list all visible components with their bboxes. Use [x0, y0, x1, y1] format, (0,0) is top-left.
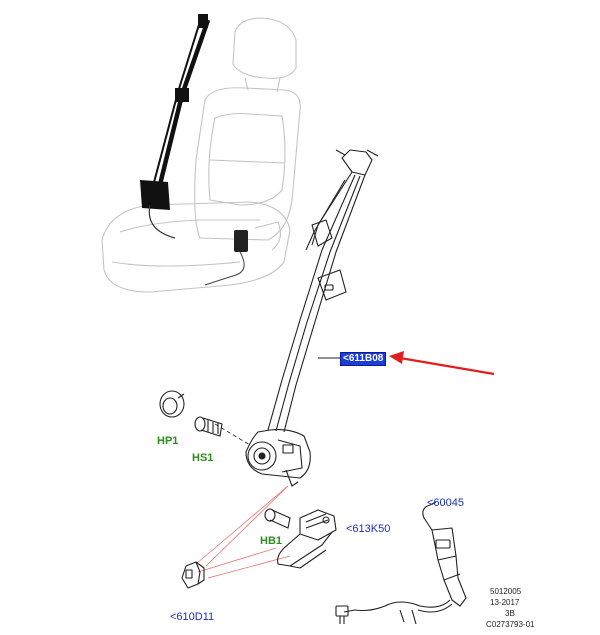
hp1-cap — [159, 390, 185, 418]
meta-code-1: 5012005 — [490, 587, 522, 596]
buckle-bracket — [277, 509, 337, 569]
label-buckle-bracket[interactable]: <613K50 — [346, 523, 391, 535]
label-anchor-clip[interactable]: <610D11 — [170, 611, 215, 623]
label-hb1[interactable]: HB1 — [260, 535, 283, 547]
seat-belt-assembly — [245, 149, 379, 487]
anchor-clip — [181, 561, 205, 589]
red-arrow — [389, 351, 495, 376]
label-buckle[interactable]: <60045 — [427, 497, 465, 509]
seat-illustration — [101, 17, 301, 293]
label-hp1[interactable]: HP1 — [157, 435, 179, 447]
meta-code-3: 3B — [505, 609, 515, 618]
seat-belt-installed — [140, 14, 248, 286]
hs1-bolt — [194, 416, 223, 437]
seat-belt-buckle — [335, 501, 467, 625]
label-hs1[interactable]: HS1 — [192, 452, 214, 464]
meta-code-2: 13-2017 — [490, 598, 520, 607]
meta-code-4: C0273793-01 — [486, 620, 535, 629]
red-leader-lines — [195, 485, 291, 579]
label-main-part[interactable]: <611B08 — [340, 352, 387, 366]
hb1-bolt — [264, 508, 291, 529]
